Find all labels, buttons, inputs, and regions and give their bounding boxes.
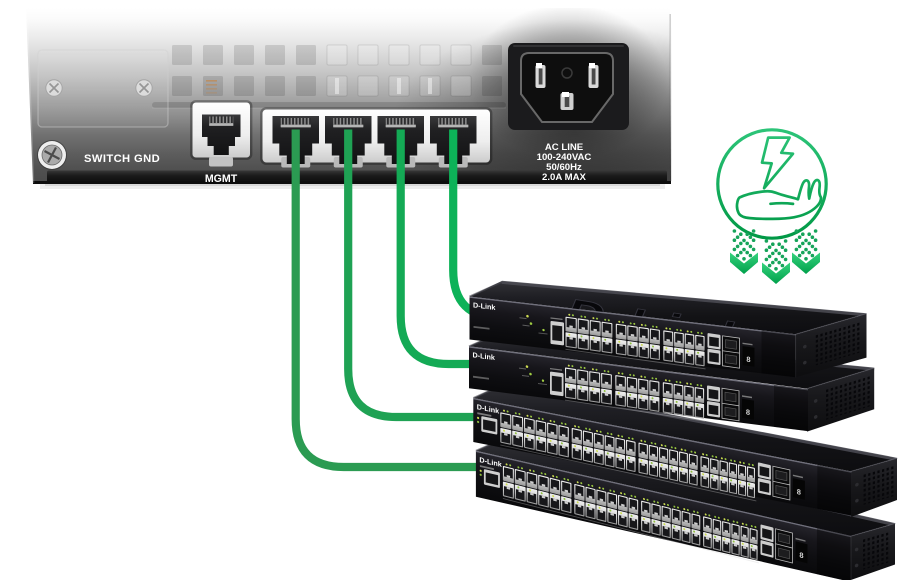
svg-text:AC LINE: AC LINE — [545, 142, 584, 153]
svg-text:D-Link: D-Link — [473, 350, 496, 362]
svg-text:MGMT: MGMT — [205, 173, 238, 185]
svg-text:SWITCH GND: SWITCH GND — [84, 153, 160, 165]
svg-text:100-240VAC: 100-240VAC — [537, 152, 592, 163]
svg-text:8: 8 — [746, 407, 750, 417]
svg-text:8: 8 — [799, 550, 803, 560]
svg-text:8: 8 — [746, 355, 750, 365]
svg-text:D-Link: D-Link — [473, 300, 496, 312]
svg-text:2.0A MAX: 2.0A MAX — [542, 172, 586, 183]
svg-text:50/60Hz: 50/60Hz — [546, 162, 582, 173]
svg-text:8: 8 — [797, 487, 801, 497]
